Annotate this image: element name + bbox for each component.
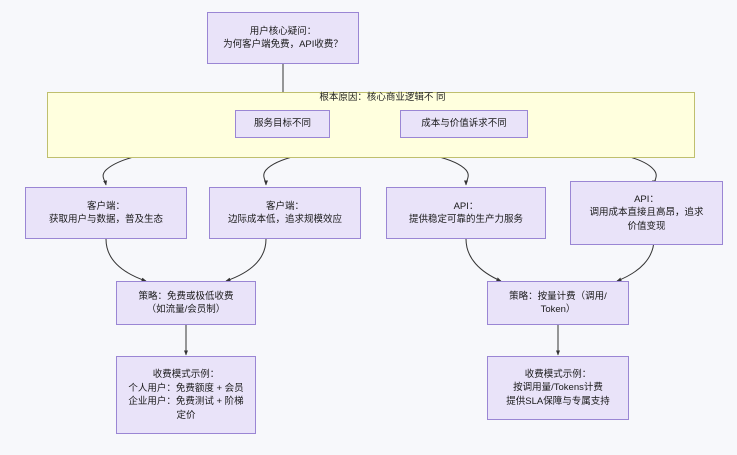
node-service-goal-label: 服务目标不同 bbox=[253, 118, 311, 130]
subgraph-root-cause-title: 根本原因：核心商业逻辑不 同 bbox=[319, 92, 446, 103]
node-example-free[interactable]: 收费模式示例： 个人用户：免费额度 + 会员 企业用户：免费测试 + 阶梯 定价 bbox=[116, 356, 256, 434]
node-api-goal[interactable]: API： 提供稳定可靠的生产力服务 bbox=[386, 187, 546, 239]
node-example-metered-label: 收费模式示例： 按调用量/Tokens计费 提供SLA保障与专属支持 bbox=[506, 368, 610, 407]
edge-client-cost-strategy-free bbox=[225, 238, 267, 282]
node-client-goal-label: 客户端： 获取用户与数据，普及生态 bbox=[48, 200, 163, 226]
node-strategy-metered[interactable]: 策略：按量计费（调用/ Token） bbox=[487, 281, 629, 325]
edge-api-goal-strategy-metered bbox=[465, 238, 502, 282]
node-api-cost-label: API： 调用成本直接且高昂，追求 价值变现 bbox=[589, 193, 704, 232]
edge-api-cost-strategy-metered bbox=[616, 238, 655, 282]
subgraph-root-cause bbox=[47, 92, 695, 158]
node-strategy-free[interactable]: 策略：免费或极低收费 （如流量/会员制） bbox=[116, 281, 256, 325]
node-cost-value-label: 成本与价值诉求不同 bbox=[421, 118, 507, 130]
node-service-goal[interactable]: 服务目标不同 bbox=[235, 110, 330, 138]
node-strategy-metered-label: 策略：按量计费（调用/ Token） bbox=[509, 290, 607, 316]
node-api-goal-label: API： 提供稳定可靠的生产力服务 bbox=[408, 200, 523, 226]
node-user-core-question-label: 用户核心疑问： 为何客户端免费，API收费？ bbox=[223, 25, 343, 51]
node-api-cost[interactable]: API： 调用成本直接且高昂，追求 价值变现 bbox=[570, 181, 723, 245]
node-client-cost-label: 客户端： 边际成本低，追求规模效应 bbox=[227, 200, 342, 226]
node-cost-value[interactable]: 成本与价值诉求不同 bbox=[400, 110, 528, 138]
edge-client-goal-strategy-free bbox=[105, 238, 147, 282]
node-example-metered[interactable]: 收费模式示例： 按调用量/Tokens计费 提供SLA保障与专属支持 bbox=[487, 356, 629, 420]
node-client-goal[interactable]: 客户端： 获取用户与数据，普及生态 bbox=[25, 187, 187, 239]
node-client-cost[interactable]: 客户端： 边际成本低，追求规模效应 bbox=[209, 187, 361, 239]
node-example-free-label: 收费模式示例： 个人用户：免费额度 + 会员 企业用户：免费测试 + 阶梯 定价 bbox=[128, 369, 244, 421]
node-user-core-question[interactable]: 用户核心疑问： 为何客户端免费，API收费？ bbox=[207, 12, 359, 64]
node-strategy-free-label: 策略：免费或极低收费 （如流量/会员制） bbox=[138, 290, 234, 316]
